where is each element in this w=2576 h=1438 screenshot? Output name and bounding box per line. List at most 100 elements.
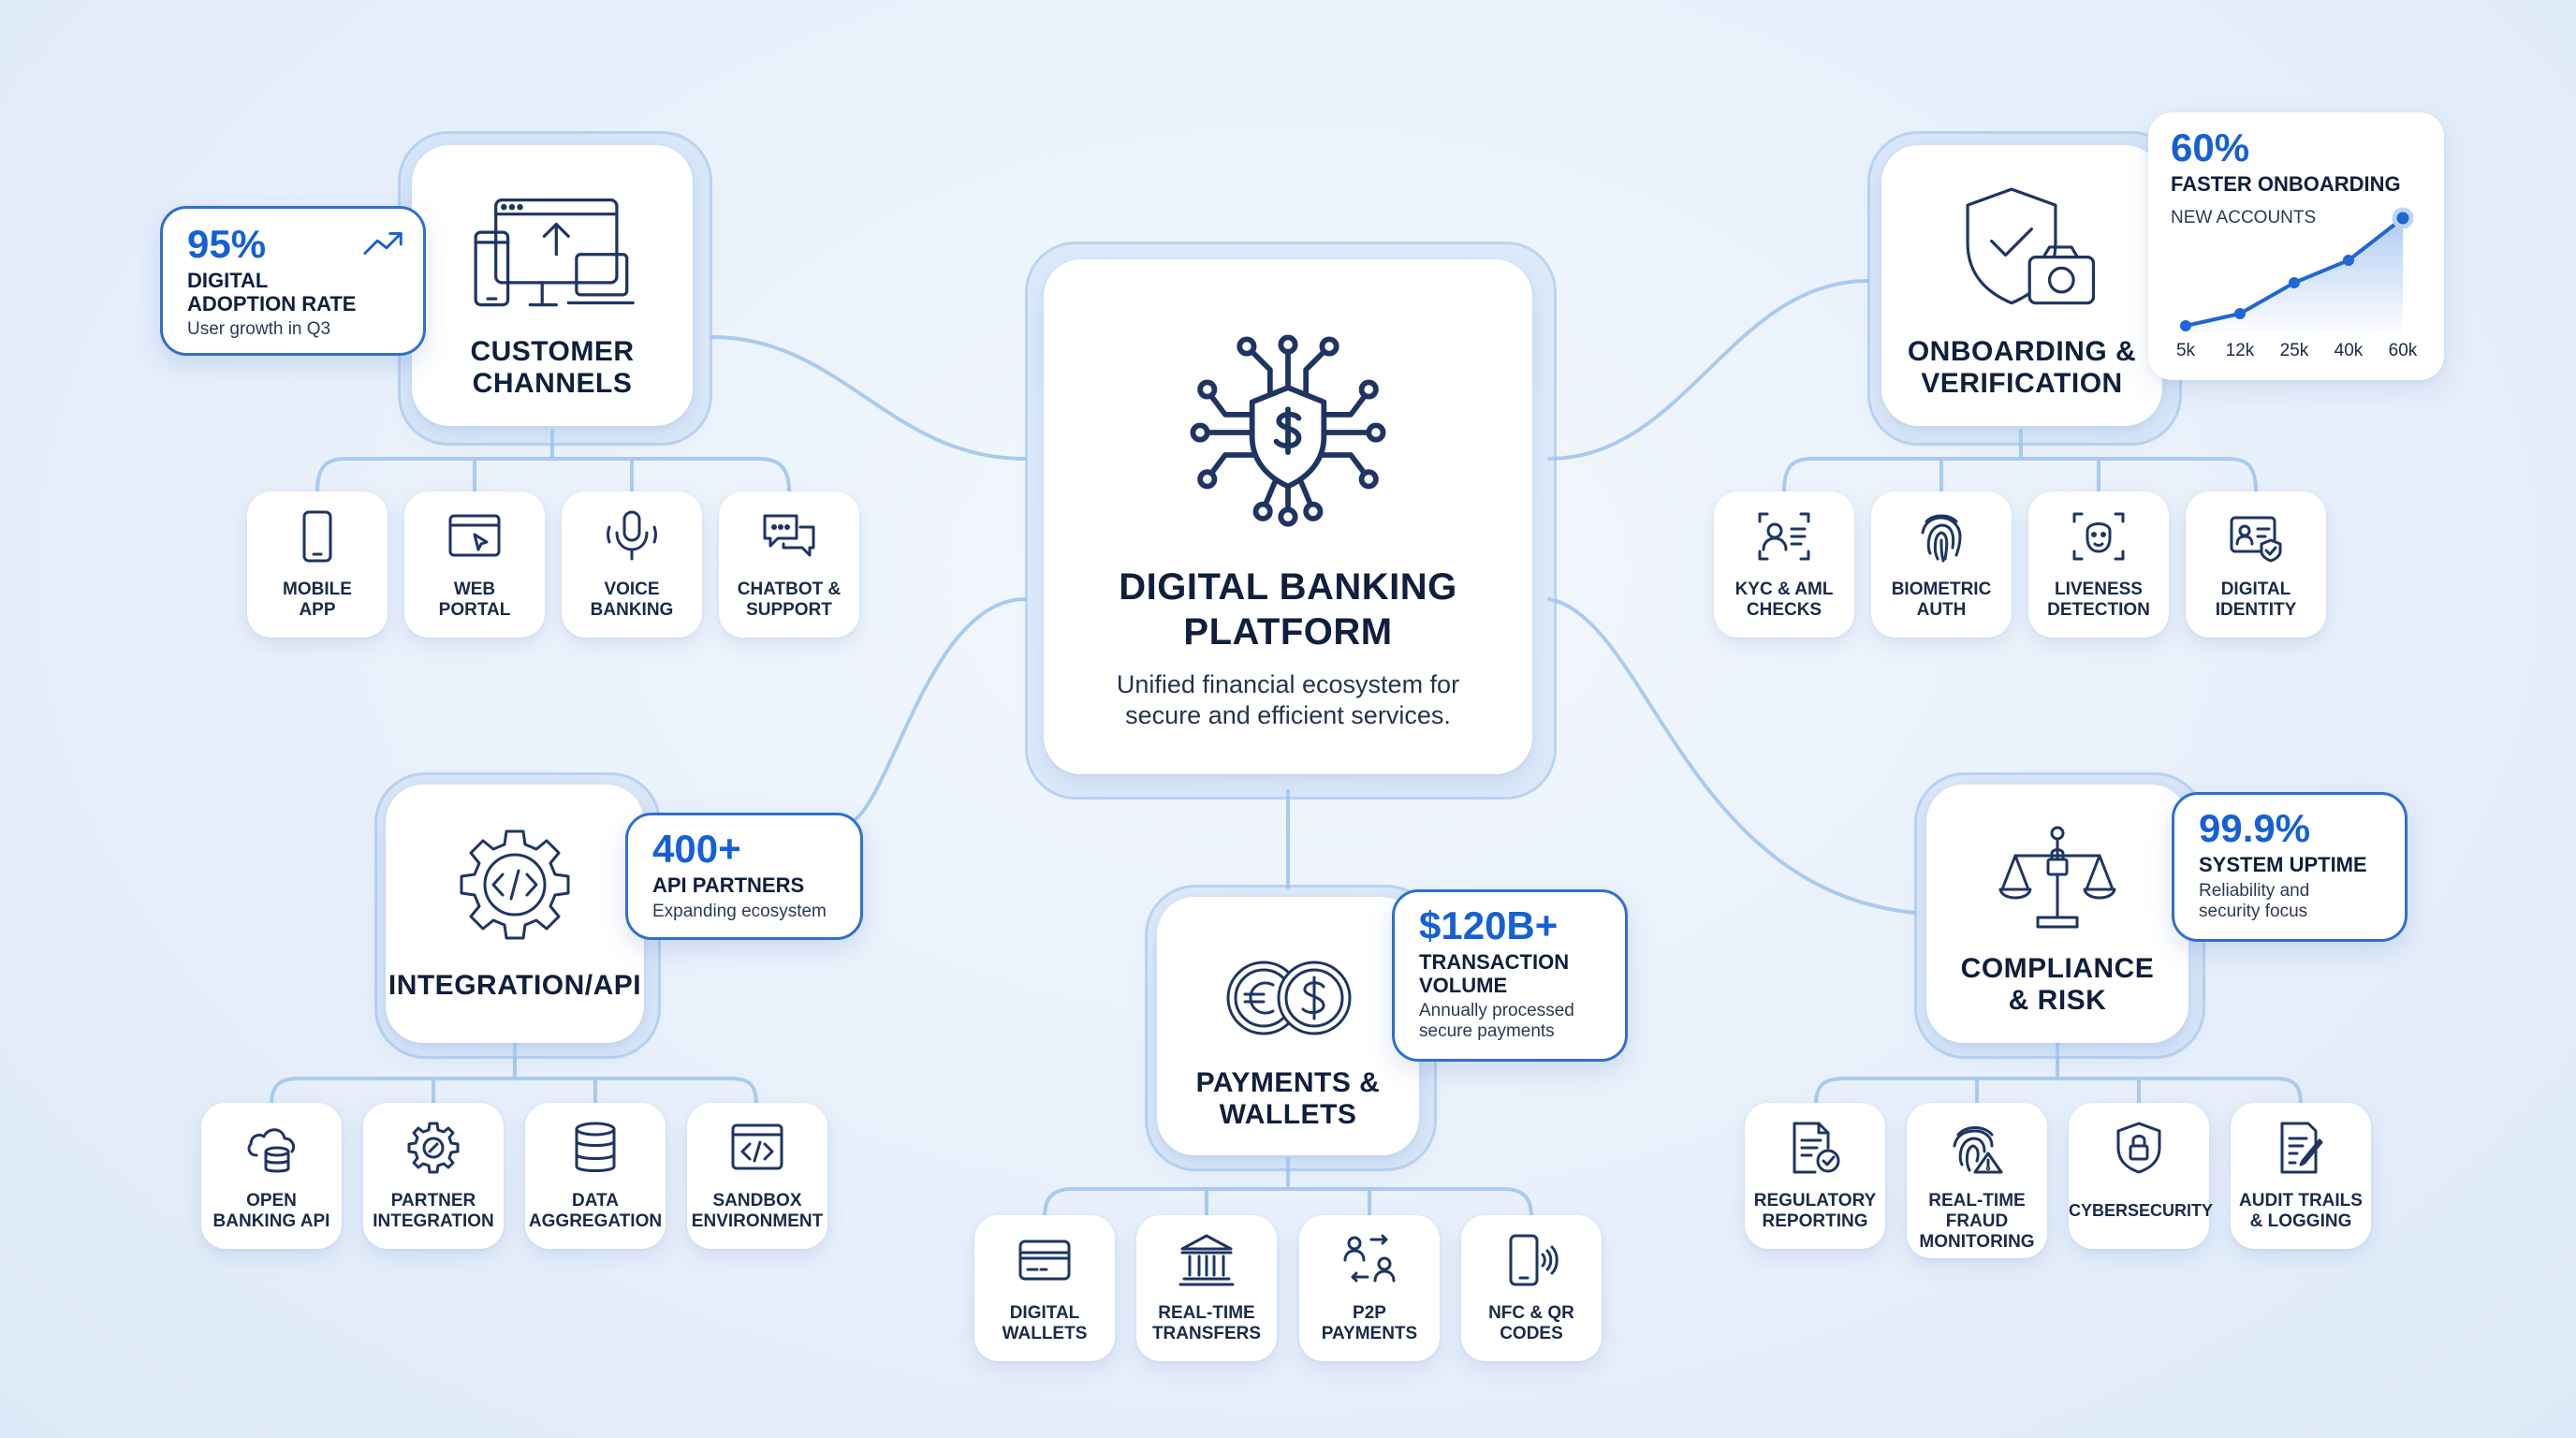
digital-adoption-value: 95% [187, 222, 267, 266]
system-uptime-label: SYSTEM UPTIME [2199, 853, 2367, 876]
sub-card-label: DIGITAL WALLETS [1002, 1303, 1088, 1343]
sub-card-open-banking-api[interactable]: OPEN BANKING API [201, 1103, 342, 1249]
fingerprint-icon [1921, 514, 1962, 563]
card-icon [1018, 1240, 1071, 1281]
faster-onboarding-label: FASTER ONBOARDING [2171, 172, 2401, 196]
sub-card-label: CYBERSECURITY [2069, 1201, 2214, 1220]
sparkline-point [2180, 320, 2191, 331]
shield-camera-icon [1966, 187, 2096, 305]
sparkline-point [2234, 308, 2246, 319]
sub-card-digital-identity[interactable]: DIGITAL IDENTITY [2186, 492, 2326, 638]
sub-card-data-aggregation[interactable]: DATA AGGREGATION [525, 1103, 666, 1249]
fingerprint-alert-icon [1953, 1126, 2003, 1174]
nfc-phone-icon [1509, 1234, 1559, 1286]
sub-card-label: AUDIT TRAILS & LOGGING [2239, 1191, 2363, 1231]
api-partners-note: Expanding ecosystem [652, 902, 827, 921]
sub-card-web-portal[interactable]: WEB PORTAL [404, 492, 545, 638]
system-uptime-stat-card: 99.9% SYSTEM UPTIME Reliability and secu… [2172, 792, 2408, 942]
sub-card-label: LIVENESS DETECTION [2047, 580, 2150, 620]
sub-card-regulatory-reporting[interactable]: REGULATORY REPORTING [1745, 1103, 1885, 1249]
sub-card-liveness-detection[interactable]: LIVENESS DETECTION [2028, 492, 2169, 638]
sparkline-tick: 40k [2334, 341, 2364, 360]
api-partners-label: API PARTNERS [652, 873, 805, 897]
sub-card-label: NFC & QR CODES [1488, 1303, 1574, 1343]
transaction-volume-stat-card: $120B+ TRANSACTION VOLUME Annually proce… [1392, 889, 1628, 1062]
sparkline-tick: 25k [2279, 341, 2309, 360]
new-accounts-sparkline [2180, 207, 2414, 337]
onboarding-title: ONBOARDING & VERIFICATION [1907, 336, 2137, 399]
sparkline-tick: 60k [2388, 341, 2418, 360]
audit-log-icon [2280, 1122, 2323, 1174]
sub-card-fraud-monitoring[interactable]: REAL-TIME FRAUD MONITORING [1907, 1103, 2047, 1258]
sub-card-label: SANDBOX ENVIRONMENT [691, 1191, 824, 1231]
sparkline-point [2343, 255, 2354, 266]
sparkline-point [2289, 277, 2300, 288]
sub-card-label: KYC & AML CHECKS [1734, 580, 1834, 620]
sub-card-label: REAL-TIME FRAUD MONITORING [1919, 1191, 2035, 1252]
report-icon [1793, 1122, 1840, 1174]
secure-dollar-network-icon [1190, 334, 1386, 527]
sparkline-tick: 12k [2225, 341, 2255, 360]
devices-upload-icon [474, 198, 635, 307]
customer-channels-card[interactable]: CUSTOMER CHANNELS [412, 145, 693, 426]
mobile-icon [302, 510, 332, 563]
sub-card-nfc-qr-codes[interactable]: NFC & QR CODES [1461, 1215, 1602, 1361]
code-window-icon [731, 1123, 783, 1170]
sparkline-point [2392, 207, 2414, 229]
trend-up-icon [363, 232, 402, 255]
payments-card[interactable]: PAYMENTS & WALLETS [1157, 897, 1419, 1155]
sub-card-label: WEB PORTAL [438, 580, 511, 620]
sub-card-chatbot-support[interactable]: CHATBOT & SUPPORT [719, 492, 859, 638]
digital-id-icon [2230, 516, 2282, 563]
transaction-volume-value: $120B+ [1419, 903, 1559, 947]
new-accounts-label: NEW ACCOUNTS [2171, 208, 2317, 227]
id-check-icon [1758, 512, 1810, 561]
sub-card-label: OPEN BANKING API [212, 1191, 330, 1231]
sub-card-digital-wallets[interactable]: DIGITAL WALLETS [974, 1215, 1115, 1361]
sub-card-partner-integration[interactable]: PARTNER INTEGRATION [363, 1103, 504, 1249]
integration-card[interactable]: INTEGRATION/API [386, 785, 644, 1043]
transaction-volume-note: Annually processed secure payments [1419, 1001, 1574, 1041]
scales-lock-icon [1998, 826, 2116, 929]
shield-lock-icon [2116, 1122, 2161, 1174]
sub-card-voice-banking[interactable]: VOICE BANKING [562, 492, 702, 638]
center-title: DIGITAL BANKING PLATFORM [1119, 566, 1457, 653]
sub-card-label: REAL-TIME TRANSFERS [1151, 1303, 1262, 1343]
sub-card-label: VOICE BANKING [590, 580, 674, 620]
system-uptime-value: 99.9% [2199, 806, 2311, 850]
onboarding-card[interactable]: ONBOARDING & VERIFICATION [1881, 145, 2162, 426]
sub-card-label: REGULATORY REPORTING [1753, 1191, 1877, 1231]
faster-onboarding-stat-card: 60% FASTER ONBOARDING NEW ACCOUNTS 5k 12… [2148, 112, 2444, 380]
payments-title: PAYMENTS & WALLETS [1195, 1067, 1381, 1130]
chat-icon [763, 514, 815, 557]
sub-card-label: MOBILE APP [283, 580, 352, 620]
system-uptime-note: Reliability and security focus [2199, 881, 2310, 921]
cloud-database-icon [247, 1128, 296, 1173]
sub-card-mobile-app[interactable]: MOBILE APP [247, 492, 388, 638]
sub-card-label: DIGITAL IDENTITY [2215, 580, 2297, 620]
sparkline-tick: 5k [2175, 341, 2196, 360]
sub-card-label: PARTNER INTEGRATION [373, 1191, 494, 1231]
sub-card-biometric-auth[interactable]: BIOMETRIC AUTH [1871, 492, 2012, 638]
sub-card-cybersecurity[interactable]: CYBERSECURITY [2069, 1103, 2214, 1249]
digital-adoption-label: DIGITAL ADOPTION RATE [187, 269, 357, 315]
api-partners-stat-card: 400+ API PARTNERS Expanding ecosystem [625, 813, 863, 940]
sub-card-label: CHATBOT & SUPPORT [737, 580, 842, 620]
sub-card-kyc-aml[interactable]: KYC & AML CHECKS [1714, 492, 1854, 638]
face-scan-icon [2072, 512, 2125, 561]
customer-channels-title: CUSTOMER CHANNELS [470, 336, 635, 399]
database-icon [575, 1122, 616, 1172]
center-hub-card[interactable]: DIGITAL BANKING PLATFORM Unified financi… [1044, 259, 1532, 774]
sub-card-label: BIOMETRIC AUTH [1891, 580, 1992, 620]
api-partners-value: 400+ [652, 827, 741, 871]
compliance-card[interactable]: COMPLIANCE & RISK [1926, 785, 2188, 1043]
sub-card-sandbox-environment[interactable]: SANDBOX ENVIRONMENT [687, 1103, 827, 1249]
sub-card-label: DATA AGGREGATION [528, 1191, 663, 1231]
microphone-icon [607, 510, 657, 561]
sub-card-audit-trails[interactable]: AUDIT TRAILS & LOGGING [2231, 1103, 2371, 1249]
integration-title: INTEGRATION/API [388, 970, 642, 1001]
sub-card-p2p-payments[interactable]: P2P PAYMENTS [1299, 1215, 1440, 1361]
currency-coins-icon [1226, 961, 1352, 1035]
digital-adoption-note: User growth in Q3 [187, 319, 331, 339]
sub-card-real-time-transfers[interactable]: REAL-TIME TRANSFERS [1136, 1215, 1277, 1361]
